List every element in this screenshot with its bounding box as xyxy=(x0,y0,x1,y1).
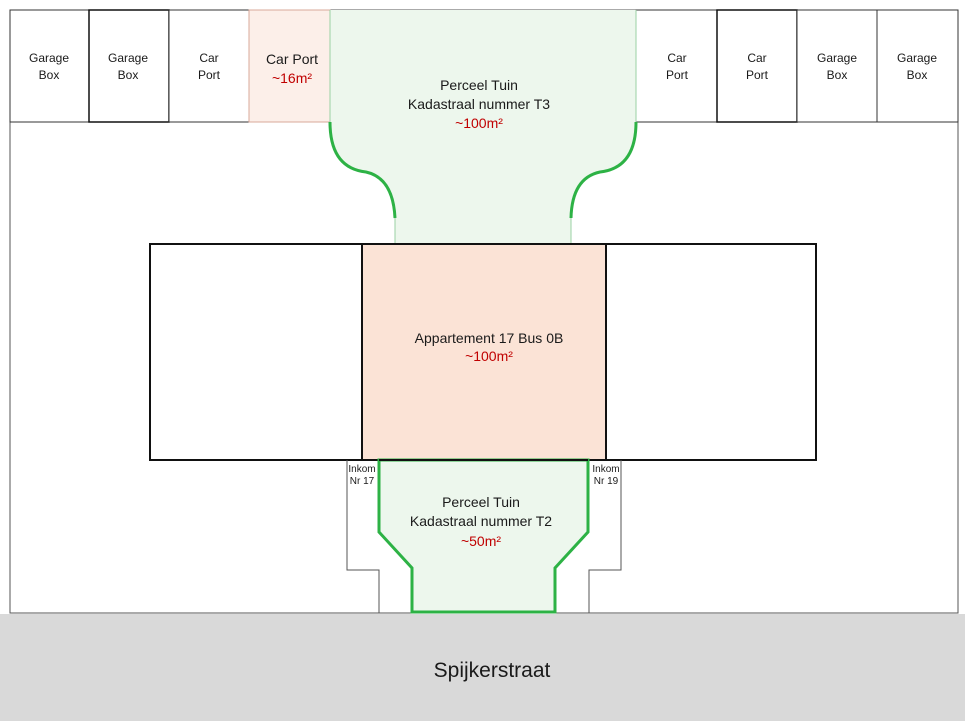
car-port-2-line1: Car xyxy=(667,51,686,65)
garden-plot-t2: Perceel Tuin Kadastraal nummer T2 ~50m² xyxy=(377,458,590,614)
garage-box-2: Garage Box xyxy=(88,9,170,123)
garage-box-3-line1: Garage xyxy=(817,51,857,65)
apartment-label: Appartement 17 Bus 0B xyxy=(415,330,564,346)
car-port-1: Car Port xyxy=(168,9,250,123)
garage-box-1-line2: Box xyxy=(39,68,60,82)
entrance-nr-19-line2: Nr 19 xyxy=(594,476,619,487)
car-port-highlighted-label: Car Port xyxy=(266,51,318,67)
car-port-2: Car Port xyxy=(635,9,718,123)
garage-box-4-line2: Box xyxy=(907,68,928,82)
car-port-3-line2: Port xyxy=(746,68,769,82)
street-label: Spijkerstraat xyxy=(434,659,551,682)
car-port-highlighted-area: ~16m² xyxy=(272,70,312,86)
car-port-1-line1: Car xyxy=(199,51,218,65)
garden-t2-line1: Perceel Tuin xyxy=(442,494,520,510)
entrance-nr-17-line2: Nr 17 xyxy=(350,476,375,487)
apartment-area: ~100m² xyxy=(465,348,513,364)
car-port-1-line2: Port xyxy=(198,68,221,82)
garage-box-1-line1: Garage xyxy=(29,51,69,65)
car-port-3-line1: Car xyxy=(747,51,766,65)
garden-plot-t3: Perceel Tuin Kadastraal nummer T3 ~100m² xyxy=(328,10,638,243)
garden-t3-line1: Perceel Tuin xyxy=(440,77,518,93)
garage-box-3: Garage Box xyxy=(796,9,878,123)
garden-t2-area: ~50m² xyxy=(461,533,501,549)
entrance-nr-19: Inkom Nr 19 xyxy=(588,460,622,613)
garage-box-2-line1: Garage xyxy=(108,51,148,65)
garage-box-4-line1: Garage xyxy=(897,51,937,65)
entrance-nr-19-line1: Inkom xyxy=(592,464,619,475)
garage-box-2-line2: Box xyxy=(118,68,139,82)
car-port-2-line2: Port xyxy=(666,68,689,82)
building-right-unit xyxy=(605,243,817,461)
entrance-nr-17: Inkom Nr 17 xyxy=(346,460,380,613)
apartment-17-bus-0b: Appartement 17 Bus 0B ~100m² xyxy=(361,243,607,461)
garden-t3-line2: Kadastraal nummer T3 xyxy=(408,96,550,112)
car-port-3: Car Port xyxy=(716,9,798,123)
garage-box-3-line2: Box xyxy=(827,68,848,82)
car-port-highlighted: Car Port ~16m² xyxy=(248,9,331,123)
garden-t2-line2: Kadastraal nummer T2 xyxy=(410,513,552,529)
entrance-nr-17-line1: Inkom xyxy=(348,464,375,475)
building-left-unit xyxy=(149,243,363,461)
garage-box-4: Garage Box xyxy=(876,9,959,123)
street xyxy=(0,614,965,721)
garage-box-1: Garage Box xyxy=(9,9,90,123)
garden-t3-area: ~100m² xyxy=(455,115,503,131)
